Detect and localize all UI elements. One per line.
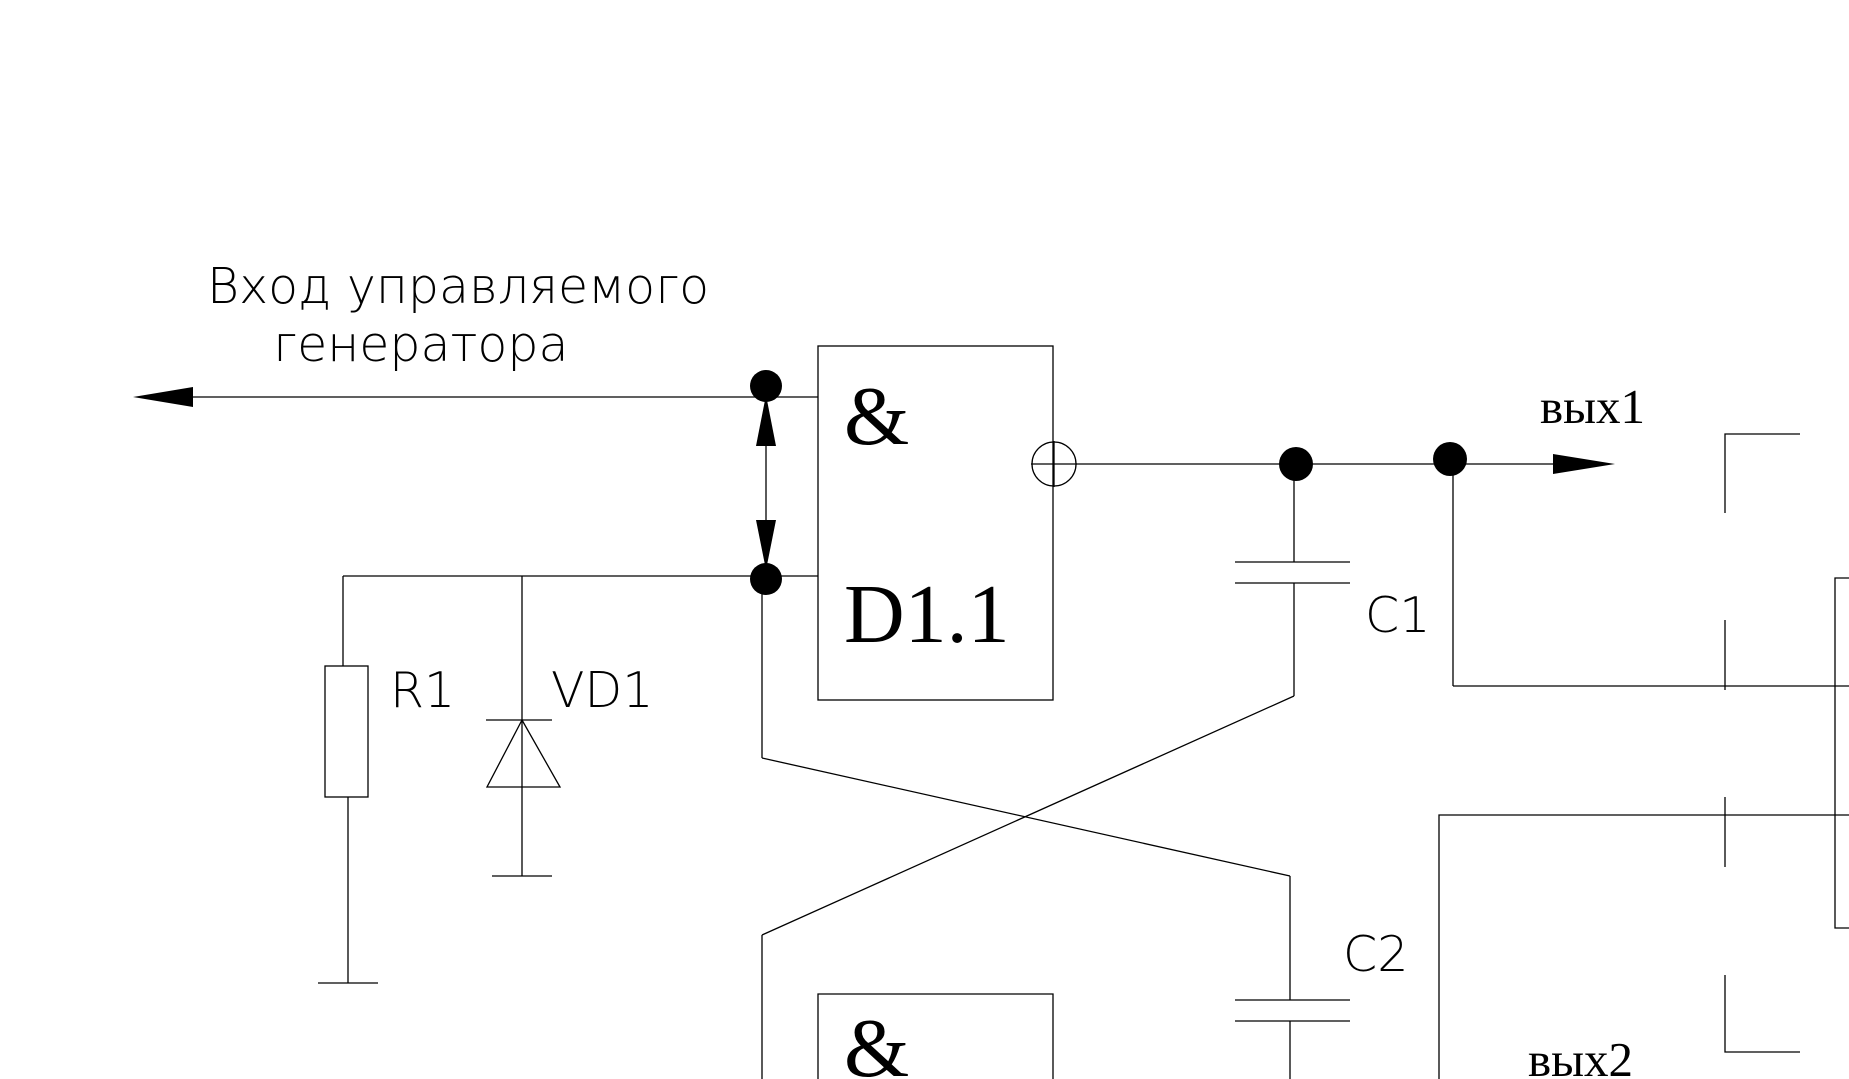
gate-d1-2 xyxy=(817,993,1054,1079)
input-label-line1: Вход управляемого xyxy=(207,258,709,315)
junction-top-input xyxy=(750,370,782,402)
gate-d1-1-symbol: & xyxy=(844,370,909,463)
input-label-line2: генератора xyxy=(273,316,569,373)
resistor-r1 xyxy=(324,665,369,798)
out2-wire xyxy=(1438,814,1849,1079)
right-block xyxy=(1834,577,1849,929)
gate-d1-1 xyxy=(817,345,1054,701)
r1-label: R1 xyxy=(390,662,455,719)
junction-bottom-input xyxy=(750,563,782,595)
out1-label: вых1 xyxy=(1540,379,1645,434)
gate-d1-1-name: D1.1 xyxy=(844,568,1010,661)
cross-diagonal-2 xyxy=(761,695,1295,936)
bracket-bottom xyxy=(1724,975,1800,1053)
output-arrow xyxy=(1553,454,1615,474)
out2-label: вых2 xyxy=(1528,1032,1633,1079)
vd1-label: VD1 xyxy=(551,662,653,719)
diode-vd1 xyxy=(485,718,562,788)
bracket-top xyxy=(1724,433,1800,513)
gate-d1-2-symbol: & xyxy=(844,1002,909,1079)
junction-out xyxy=(1433,442,1467,476)
c2-label: C2 xyxy=(1343,926,1408,983)
c1-label: C1 xyxy=(1365,587,1430,644)
junction-c1 xyxy=(1279,447,1313,481)
input-arrow xyxy=(133,387,193,407)
